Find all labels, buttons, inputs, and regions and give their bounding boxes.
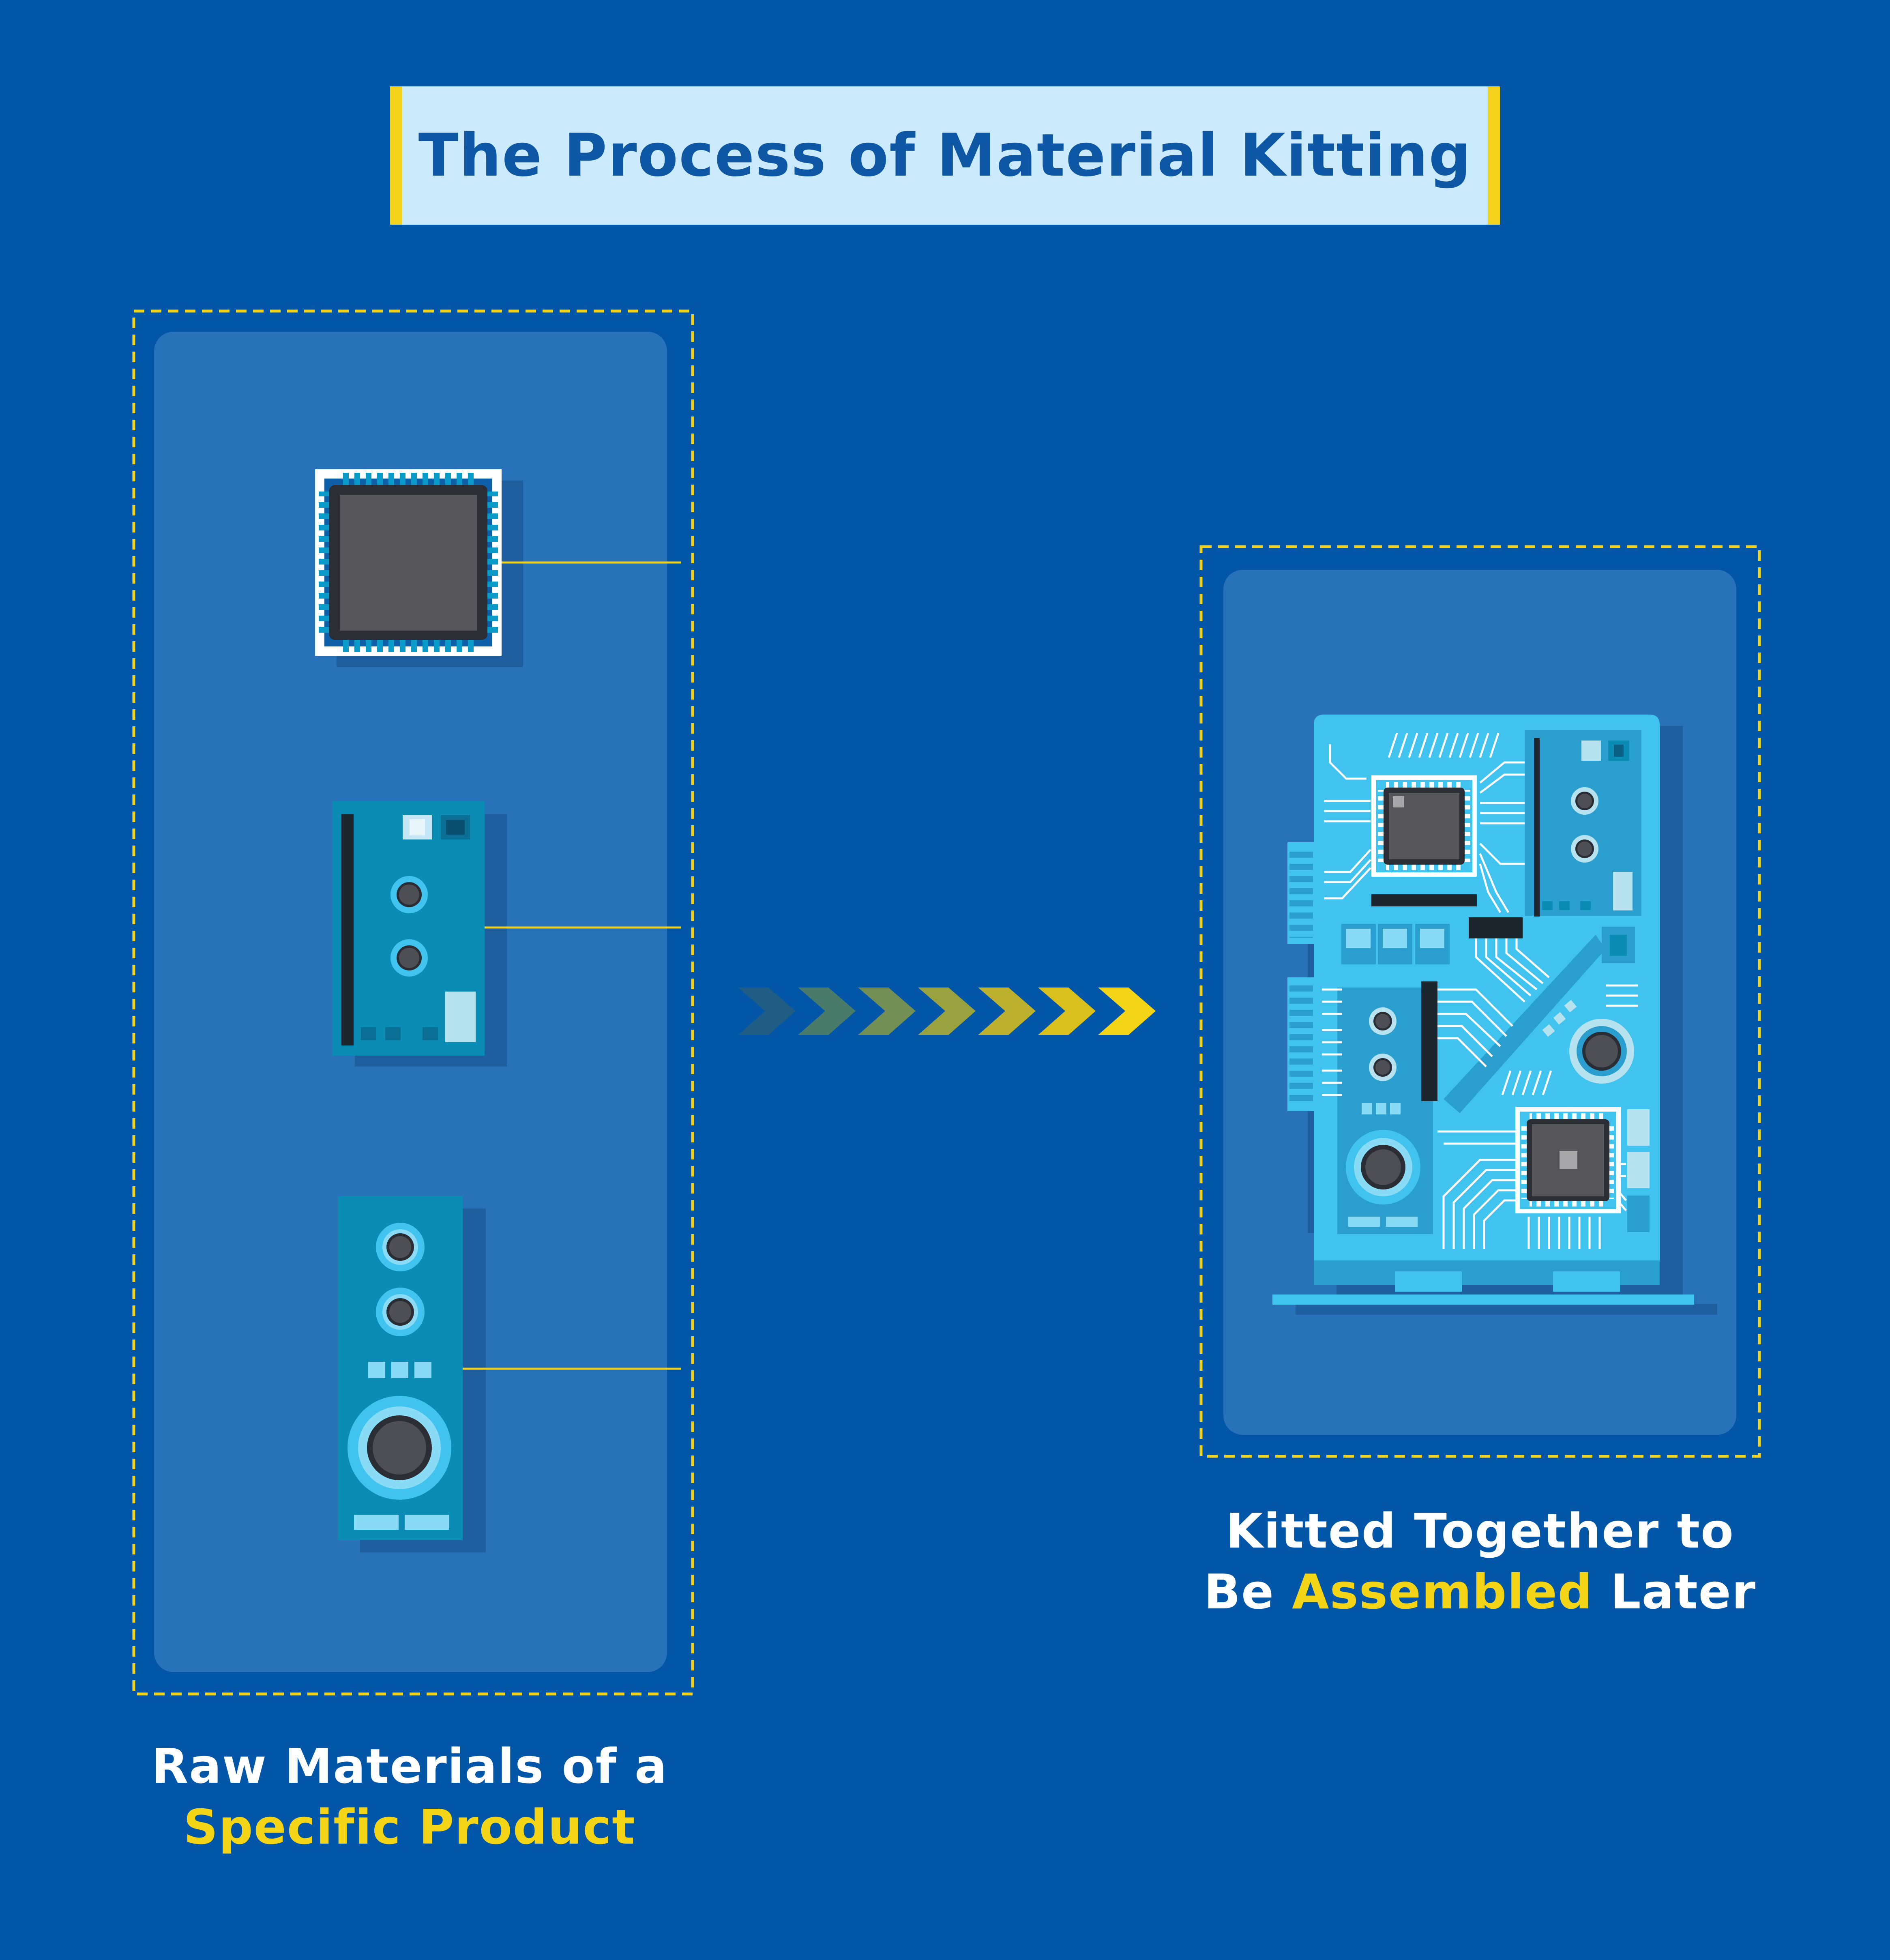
progress-chevrons-icon bbox=[738, 988, 1156, 1035]
kitted-caption-line2: Be Assembled Later bbox=[1176, 1561, 1784, 1622]
page-title: The Process of Material Kitting bbox=[418, 121, 1472, 190]
kitted-caption: Kitted Together to Be Assembled Later bbox=[1176, 1501, 1784, 1622]
sensor-module-icon bbox=[338, 1196, 681, 1552]
microchip-icon bbox=[315, 469, 681, 667]
kitted-caption-line2-pre: Be bbox=[1204, 1564, 1292, 1620]
kitted-caption-line2-post: Later bbox=[1593, 1564, 1756, 1620]
left-dashed-frame bbox=[132, 309, 694, 1696]
title-banner: The Process of Material Kitting bbox=[390, 86, 1500, 225]
kitted-caption-line1: Kitted Together to bbox=[1226, 1503, 1734, 1559]
raw-materials-caption-line2: Specific Product bbox=[183, 1799, 636, 1855]
raw-materials-caption-line1: Raw Materials of a bbox=[151, 1738, 668, 1794]
assembled-circuit-board-icon bbox=[1272, 715, 1717, 1315]
assembled-group bbox=[1199, 545, 1761, 1458]
raw-materials-group bbox=[132, 309, 694, 1696]
kitted-caption-highlight: Assembled bbox=[1292, 1564, 1593, 1620]
right-dashed-frame bbox=[1199, 545, 1761, 1458]
circuit-module-icon bbox=[333, 801, 681, 1067]
raw-materials-caption: Raw Materials of a Specific Product bbox=[118, 1736, 702, 1857]
